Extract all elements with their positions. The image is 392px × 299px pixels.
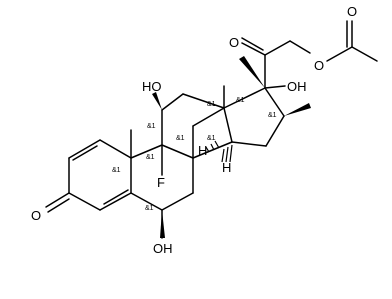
atom-ho-c11: HO bbox=[142, 79, 162, 94]
atom-o-ester: O bbox=[314, 58, 324, 73]
stereo-descriptors: &1 &1 &1 &1 &1 &1 &1 &1 &1 bbox=[112, 97, 277, 212]
stereo-label-c8: &1 bbox=[176, 135, 185, 142]
atom-fluorine: F bbox=[157, 175, 165, 190]
ring-d-bonds bbox=[223, 85, 311, 147]
hash-bond-h-c14 bbox=[221, 144, 233, 163]
hash-bond-h-c8 bbox=[205, 140, 220, 153]
atom-labels: O O O OH HO F H H O OH bbox=[31, 4, 357, 256]
stereo-label-c16: &1 bbox=[268, 112, 277, 119]
ring-c-bonds bbox=[161, 85, 233, 159]
atom-o-acetyl-carbonyl: O bbox=[347, 4, 357, 19]
stereo-label-c17: &1 bbox=[236, 97, 245, 104]
atom-o-c3-ketone: O bbox=[31, 208, 41, 223]
atom-o-c20-ketone: O bbox=[229, 35, 239, 50]
ring-a-bonds bbox=[45, 129, 132, 213]
stereo-bonds bbox=[152, 56, 265, 238]
stereo-label-c13: &1 bbox=[207, 101, 216, 108]
atom-oh-c17: OH bbox=[287, 79, 307, 94]
atom-h-c14: H bbox=[222, 160, 231, 175]
side-chain-bonds bbox=[241, 20, 378, 89]
stereo-label-c6: &1 bbox=[145, 205, 154, 212]
stereo-label-c14: &1 bbox=[207, 135, 216, 142]
stereo-label-c10: &1 bbox=[112, 167, 121, 174]
atom-h-c8: H bbox=[198, 143, 207, 158]
atom-oh-c6: OH bbox=[153, 241, 173, 256]
stereo-label-c11: &1 bbox=[147, 123, 156, 130]
stereo-label-c9: &1 bbox=[146, 154, 155, 161]
